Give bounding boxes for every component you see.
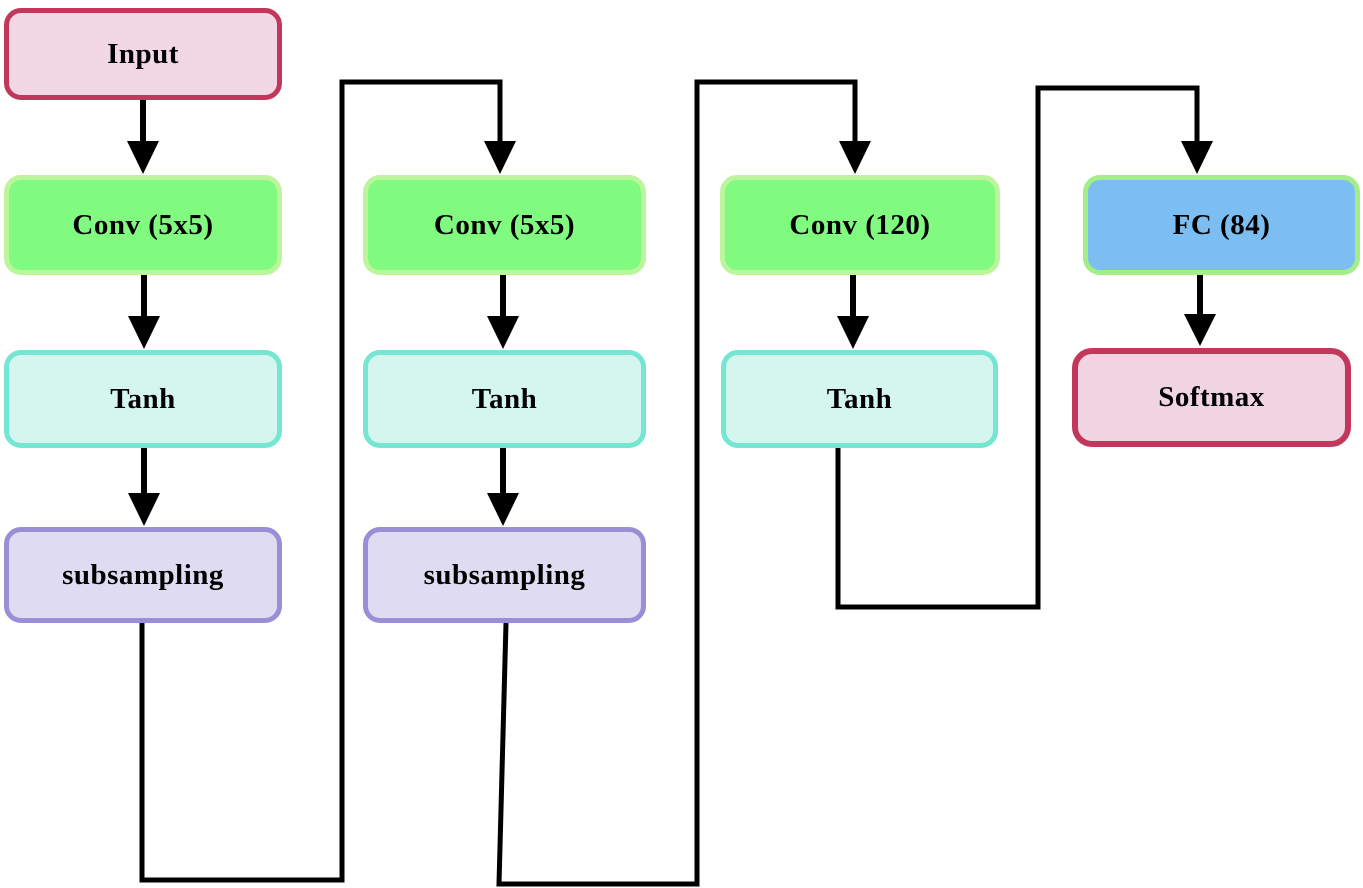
node-tanh2: Tanh	[363, 350, 646, 448]
node-tanh3-label: Tanh	[826, 382, 893, 415]
node-input: Input	[4, 8, 282, 100]
edge-tanh1-sub1-arrow	[128, 448, 160, 526]
node-conv3-label: Conv (120)	[789, 208, 931, 241]
node-fc: FC (84)	[1083, 175, 1360, 275]
node-softmax: Softmax	[1072, 348, 1351, 447]
node-softmax-label: Softmax	[1158, 381, 1265, 413]
node-conv2: Conv (5x5)	[363, 175, 646, 275]
edge-fc-softmax-arrow	[1184, 275, 1216, 346]
edge-conv2-tanh2-arrow	[487, 275, 519, 349]
node-conv1-label: Conv (5x5)	[72, 208, 214, 241]
node-tanh3: Tanh	[721, 350, 998, 448]
node-tanh1: Tanh	[4, 350, 282, 448]
edge-sub1-conv2-connector	[139, 79, 516, 883]
node-input-label: Input	[107, 37, 179, 70]
node-conv2-label: Conv (5x5)	[433, 208, 576, 241]
edge-conv1-tanh1-arrow	[128, 275, 160, 349]
edge-input-conv1-arrow	[127, 100, 159, 174]
node-tanh1-label: Tanh	[110, 382, 176, 415]
node-conv3: Conv (120)	[720, 175, 1000, 275]
edge-tanh2-sub2-arrow	[487, 448, 519, 526]
node-subsampling1-label: subsampling	[62, 558, 224, 591]
edge-conv3-tanh3-arrow	[837, 275, 869, 349]
edge-sub2-conv3-connector	[496, 79, 871, 887]
edge-tanh3-fc-connector	[835, 85, 1213, 610]
node-subsampling2: subsampling	[363, 527, 646, 623]
node-subsampling2-label: subsampling	[423, 558, 586, 591]
node-subsampling1: subsampling	[4, 527, 282, 623]
node-conv1: Conv (5x5)	[4, 175, 282, 275]
node-fc-label: FC (84)	[1172, 208, 1271, 241]
node-tanh2-label: Tanh	[471, 382, 538, 415]
